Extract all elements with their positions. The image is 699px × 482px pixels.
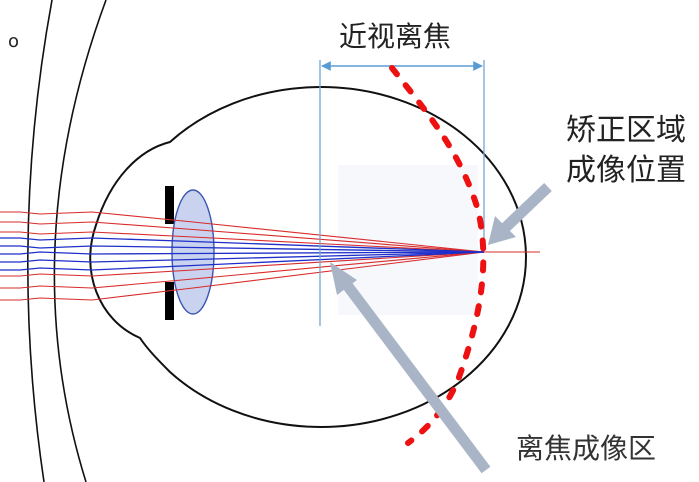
blue-ray-3: [0, 251, 485, 263]
gray-arrow-icon: [330, 262, 491, 474]
outer-cornea-arc: [27, 0, 53, 482]
label-corrected-area-line1: 矫正区域: [566, 113, 686, 148]
gray-arrow-icon: [488, 183, 552, 245]
blue-ray-2: [0, 251, 485, 255]
label-myopic-defocus: 近视离焦: [339, 20, 451, 53]
focal-zone-background: [338, 165, 478, 315]
inner-cornea-arc: [53, 0, 107, 482]
label-defocus-area: 离焦成像区: [516, 432, 656, 465]
light-rays: [0, 211, 540, 301]
blue-ray-1: [0, 245, 485, 253]
blue-ray-0: [0, 237, 485, 253]
crystalline-lens: [171, 189, 215, 315]
eyeball-outline: [89, 86, 527, 428]
corner-mark: o: [8, 31, 19, 52]
blue-ray-4: [0, 251, 485, 271]
iris-upper: [165, 186, 174, 224]
label-corrected-area-line2: 成像位置: [566, 153, 686, 188]
iris-lower: [165, 282, 174, 320]
